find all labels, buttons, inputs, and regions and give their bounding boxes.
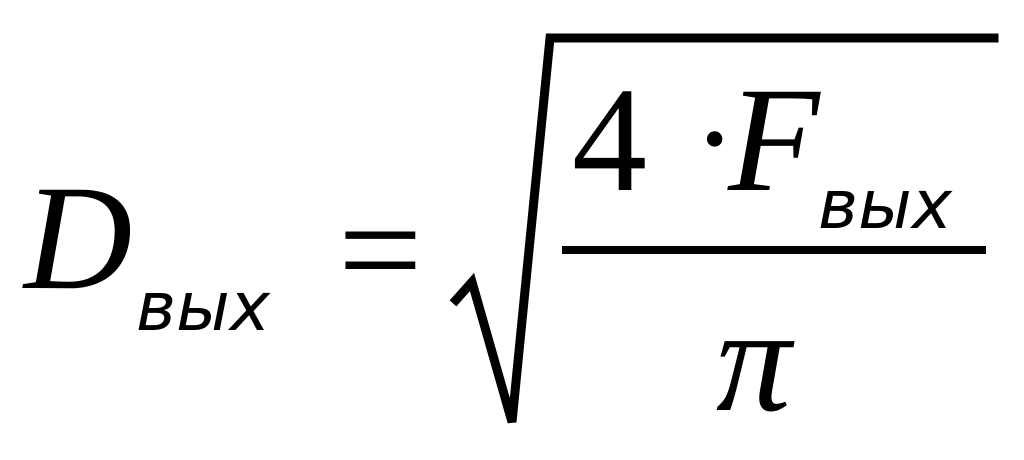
numerator-dot: ·	[693, 67, 736, 211]
numerator-coefficient: 4	[572, 57, 647, 223]
lhs-subscript: вых	[136, 268, 271, 347]
equals-sign: =	[338, 167, 423, 333]
radical-sign	[449, 33, 999, 424]
fraction-bar	[562, 246, 986, 254]
denominator-symbol: π	[716, 277, 795, 443]
numerator-symbol: F	[727, 57, 821, 223]
numerator-subscript: вых	[818, 166, 953, 245]
lhs-symbol: D	[22, 155, 132, 321]
